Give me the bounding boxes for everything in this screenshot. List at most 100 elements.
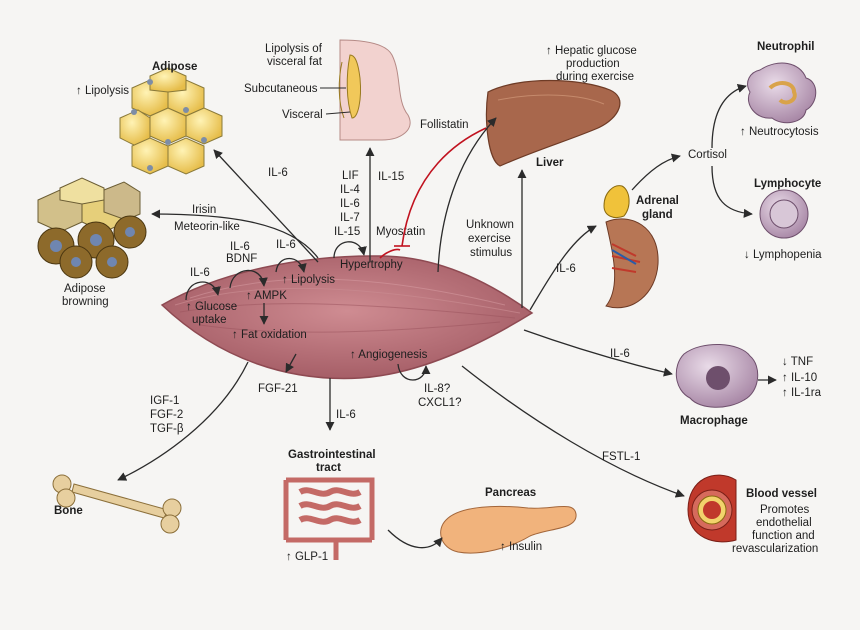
signal-il6-adrenal: IL-6 [556,263,576,275]
hypertrophy-factor-2: IL-4 [340,184,360,196]
pancreas-organ [440,505,577,554]
macrophage-effect-2: ↑ IL-10 [782,372,817,384]
angiogenesis-loop-arrow [397,363,431,381]
signal-il6-adipose: IL-6 [268,167,288,179]
blood-vessel-effect-1: Promotes [760,504,809,516]
signal-fgf21: FGF-21 [258,383,298,395]
gi-tract-title-2: tract [316,462,341,474]
myostatin-inhibit-line [379,248,401,259]
arrow-adrenal-to-cortisol [631,153,681,191]
muscle-lipolysis-label: ↑ Lipolysis [282,274,335,286]
bone-title: Bone [54,505,83,517]
bone-factor-2: FGF-2 [150,409,183,421]
muscle-ampk-label: ↑ AMPK [246,290,287,302]
liver-title: Liver [536,157,564,169]
adrenal-title: Adrenal [636,195,679,207]
blood-vessel-effect-4: revascularization [732,543,818,555]
skeletal-muscle [160,255,534,380]
neutrophil-cell [747,62,817,124]
visceral-fat-title: Lipolysis of [265,43,323,55]
signal-il15: IL-15 [378,171,404,183]
adipose-tissue [119,67,223,175]
signal-follistatin: Follistatin [420,119,469,131]
liver-effect-label-2: production [566,58,620,70]
muscle-glucose-uptake-label-2: uptake [192,314,227,326]
muscle-angiogenesis-label: ↑ Angiogenesis [350,349,428,361]
hypertrophy-factor-5: IL-15 [334,226,360,238]
adipose-browning-title: Adipose [64,283,106,295]
liver-effect-label-3: during exercise [556,71,634,83]
signal-il6-bdnf-2: BDNF [226,253,257,265]
signal-fstl1: FSTL-1 [602,451,640,463]
signal-irisin: Irisin [192,204,216,216]
arrow-fgf21 [285,353,297,373]
macrophage-effect-1: ↓ TNF [782,356,813,368]
bone-factor-1: IGF-1 [150,395,179,407]
adipose-nuclei [131,79,207,171]
bone-factor-3: TGF-β [150,423,184,435]
adipose-title: Adipose [152,61,197,73]
adipose-effect-label: ↑ Lipolysis [76,85,129,97]
gi-tract-organ [283,477,375,560]
blood-vessel-effect-3: function and [752,530,815,542]
signal-cortisol: Cortisol [688,149,727,161]
neutrophil-effect-label: ↑ Neutrocytosis [740,126,819,138]
lymphocyte-cell [759,189,809,239]
adrenal-kidney [603,185,659,309]
signal-il6-bdnf: IL-6 [230,241,250,253]
visceral-fat-figure [338,39,411,141]
signal-meteorin-like: Meteorin-like [174,221,240,233]
follistatin-inhibit-line [401,127,487,247]
hypertrophy-factor-4: IL-7 [340,212,360,224]
liver-organ [485,79,621,167]
arrow-cortisol-to-lymphocyte [711,165,753,218]
signal-il6-lipolysis: IL-6 [276,239,296,251]
signal-il6-gut: IL-6 [336,409,356,421]
visceral-fat-title-2: visceral fat [267,56,323,68]
lymphocyte-title: Lymphocyte [754,178,821,190]
visceral-label: Visceral [282,109,323,121]
arrow-gi-to-pancreas [387,529,443,549]
blood-vessel-effect-2: endothelial [756,517,812,529]
signal-unknown-3: stimulus [470,247,512,259]
macrophage-title: Macrophage [680,415,748,427]
liver-effect-label: ↑ Hepatic glucose [546,45,637,57]
il6-glucose-loop-arrow [185,281,221,301]
arrow-to-browning [151,209,319,259]
il6-lipolysis-loop-arrow [275,257,307,273]
muscle-glucose-uptake-label: ↑ Glucose [186,301,237,313]
muscle-hypertrophy-label: Hypertrophy [340,259,403,271]
adipose-browning-tissue [37,177,147,279]
signal-il6-macrophage: IL-6 [610,348,630,360]
arrow-cortisol-to-neutrophil [711,84,747,149]
muscle-fat-oxidation-label: ↑ Fat oxidation [232,329,307,341]
signal-cxcl1: CXCL1? [418,397,461,409]
pancreas-effect-label: ↑ Insulin [500,541,542,553]
signal-il8: IL-8? [424,383,450,395]
gi-tract-effect-label: ↑ GLP-1 [286,551,328,563]
visceral-pointer [325,111,351,115]
signal-il6-glucose: IL-6 [190,267,210,279]
adrenal-title-2: gland [642,209,673,221]
gi-tract-title: Gastrointestinal [288,449,376,461]
hypertrophy-factor-3: IL-6 [340,198,360,210]
adipose-browning-title-2: browning [62,296,109,308]
blood-vessel-figure [687,474,737,543]
neutrophil-title: Neutrophil [757,41,815,53]
pancreas-title: Pancreas [485,487,536,499]
bone-figure [52,474,182,534]
hypertrophy-loop-arrow [333,241,367,259]
blood-vessel-title: Blood vessel [746,488,817,500]
macrophage-cell [675,343,759,408]
macrophage-effect-3: ↑ IL-1ra [782,387,822,399]
arrow-to-bone [117,361,249,481]
arrow-to-adipose [213,149,319,263]
subcutaneous-label: Subcutaneous [244,83,318,95]
arrow-to-liver-unknown [437,117,497,273]
lymphocyte-effect-label: ↓ Lymphopenia [744,249,822,261]
signal-unknown: Unknown [466,219,514,231]
arrow-to-macrophage [523,329,673,377]
signal-unknown-2: exercise [468,233,511,245]
